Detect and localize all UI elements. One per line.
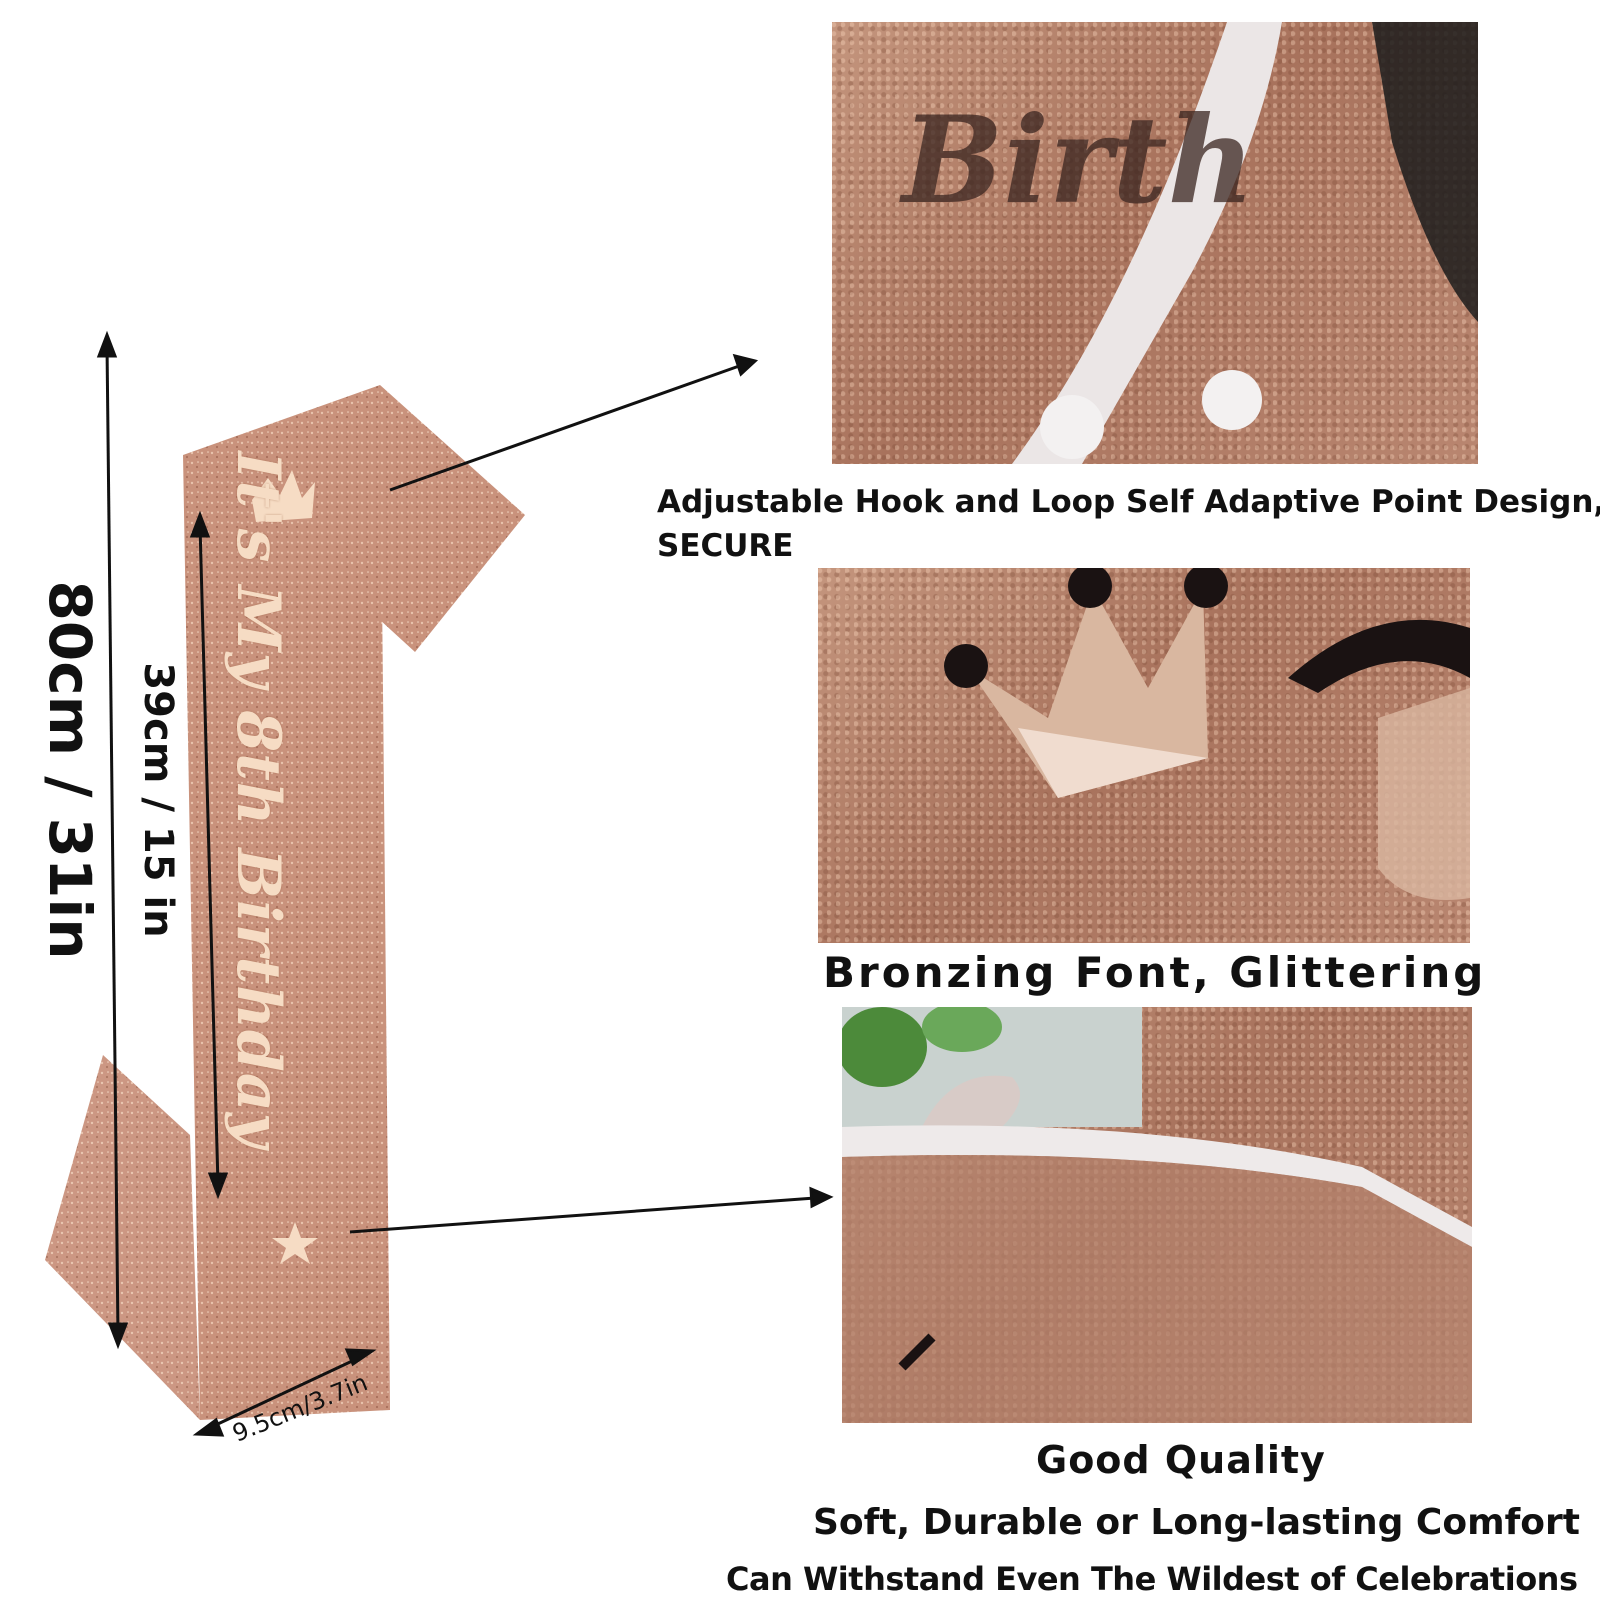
width-arrow [204,1353,366,1432]
hook-loop-caption-line-2: SECURE [657,528,794,564]
svg-text:Birth: Birth [899,90,1255,231]
quality-caption-line-2: Can Withstand Even The Wildest of Celebr… [726,1560,1578,1598]
sash-text: It's My 8th Birthday [223,451,293,1149]
hook-loop-caption-line-1: Adjustable Hook and Loop Self Adaptive P… [657,484,1600,520]
total-length-label: 80cm / 31in [36,580,104,960]
quality-caption-line-1: Soft, Durable or Long-lasting Comfort [813,1502,1580,1543]
quality-title: Good Quality [1036,1438,1326,1482]
text-length-label: 39cm / 15 in [135,662,181,938]
soft-material-closeup-photo [842,1007,1472,1423]
bronzing-crown-closeup-photo [818,568,1470,943]
hook-loop-closeup-photo: Birth [832,22,1478,464]
sash-main-strip [183,385,390,1420]
crown-icon [252,470,315,522]
text-length-arrow [198,524,220,1186]
total-length-arrow [105,344,120,1336]
sash-bottom-flap [45,1055,200,1420]
sash-top-flap [380,385,525,652]
star-icon [272,1222,318,1264]
bronzing-caption: Bronzing Font, Glittering [823,948,1487,997]
